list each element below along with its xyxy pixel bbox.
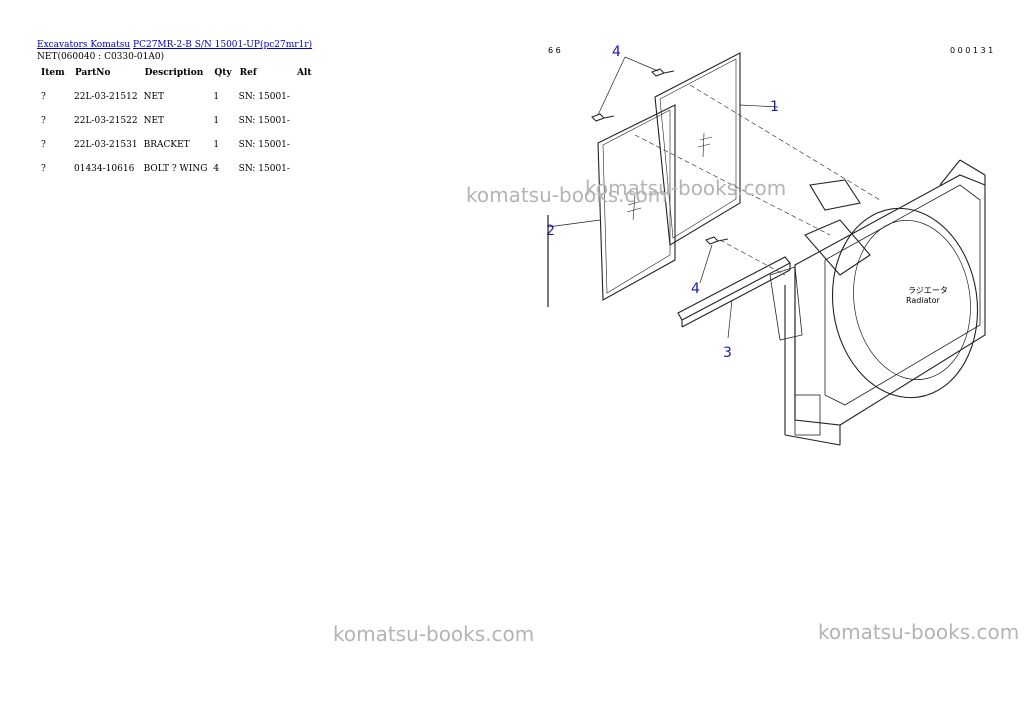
watermark: komatsu-books.com xyxy=(333,622,535,646)
cell-description: BRACKET xyxy=(143,140,190,150)
cell-ref: SN: 15001- xyxy=(238,140,290,150)
page-subtitle: NET(060040 : C0330-01A0) xyxy=(37,52,165,62)
net-2-frame xyxy=(597,104,676,301)
cell-description: BOLT ? WING xyxy=(143,164,208,174)
diagram-corner-left: 6 6 xyxy=(548,46,561,55)
header-qty: Qty xyxy=(214,68,232,78)
header-alt: Alt xyxy=(296,68,312,78)
cell-description: NET xyxy=(143,116,165,126)
cell-partno: 22L-03-21512 xyxy=(74,92,138,102)
table-row: ? 22L-03-21531 BRACKET 1 SN: 15001- xyxy=(37,134,316,158)
callout-2: 2 xyxy=(546,223,555,239)
cell-item: ? xyxy=(41,116,46,126)
table-row: ? 22L-03-21522 NET 1 SN: 15001- xyxy=(37,110,316,134)
watermark: komatsu-books.com xyxy=(818,620,1020,644)
callout-4-top: 4 xyxy=(612,44,621,60)
wing-bolt xyxy=(591,68,729,245)
radiator-body xyxy=(769,159,986,446)
watermark: komatsu-books.com xyxy=(466,183,668,207)
cell-alt xyxy=(293,134,316,158)
cell-qty: 4 xyxy=(213,164,220,174)
breadcrumb-link-excavators[interactable]: Excavators Komatsu xyxy=(37,40,131,50)
callout-3: 3 xyxy=(723,345,732,361)
cell-qty: 1 xyxy=(213,92,220,102)
cell-alt xyxy=(293,110,316,134)
cell-item: ? xyxy=(41,92,46,102)
table-row: ? 22L-03-21512 NET 1 SN: 15001- xyxy=(37,86,316,110)
cell-partno: 22L-03-21522 xyxy=(74,116,138,126)
table-header-row: Item PartNo Description Qty Ref Alt xyxy=(37,66,316,86)
watermark: komatsu-books.com xyxy=(585,176,787,200)
header-ref: Ref xyxy=(239,68,257,78)
diagram-corner-right: 0 0 0 1 3 1 xyxy=(950,46,993,55)
cell-ref: SN: 15001- xyxy=(238,116,290,126)
cell-ref: SN: 15001- xyxy=(238,164,290,174)
cell-item: ? xyxy=(41,164,46,174)
breadcrumb-link-model[interactable]: PC27MR-2-B S/N 15001-UP(pc27mr1r) xyxy=(133,40,313,50)
cell-item: ? xyxy=(41,140,46,150)
cell-qty: 1 xyxy=(213,140,220,150)
callout-1: 1 xyxy=(770,99,779,115)
callout-4-mid: 4 xyxy=(691,281,700,297)
cell-description: NET xyxy=(143,92,165,102)
cell-alt xyxy=(293,86,316,110)
radiator-label-en: Radiator xyxy=(906,296,941,305)
table-row: ? 01434-10616 BOLT ? WING 4 SN: 15001- xyxy=(37,158,316,182)
header-partno: PartNo xyxy=(75,68,111,78)
cell-partno: 01434-10616 xyxy=(74,164,135,174)
parts-diagram: 4 1 2 4 3 ラジエータ Radiator 6 6 0 0 0 1 3 1 xyxy=(546,44,993,446)
cell-partno: 22L-03-21531 xyxy=(74,140,138,150)
parts-table: Item PartNo Description Qty Ref Alt ? 22… xyxy=(37,66,316,182)
cell-alt xyxy=(293,158,316,182)
cell-qty: 1 xyxy=(213,116,220,126)
radiator-label-jp: ラジエータ xyxy=(908,286,948,295)
cell-ref: SN: 15001- xyxy=(238,92,290,102)
net-1-frame xyxy=(654,52,741,246)
header-item: Item xyxy=(41,68,65,78)
breadcrumb: Excavators Komatsu PC27MR-2-B S/N 15001-… xyxy=(37,40,312,50)
header-description: Description xyxy=(144,68,204,78)
